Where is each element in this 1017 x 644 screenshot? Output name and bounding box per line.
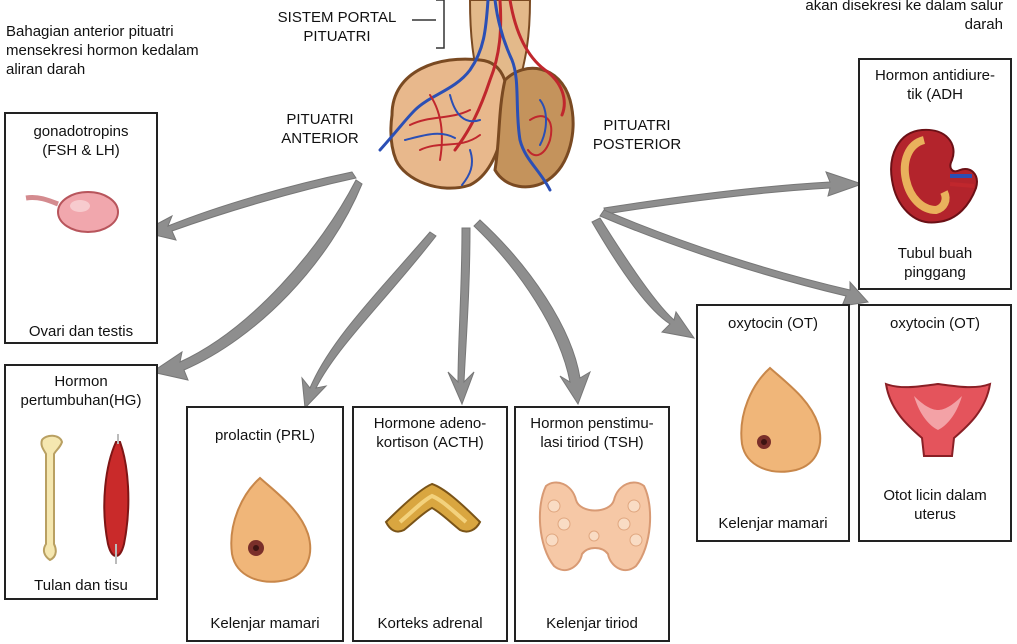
portal-label: SISTEM PORTAL PITUATRI — [262, 8, 412, 46]
top-right-note: akan disekresi ke dalam salur darah — [805, 0, 1003, 34]
hormone-label: Hormon pertumbuhan(HG) — [6, 372, 156, 410]
adrenal-cortex-illustration — [356, 466, 508, 596]
target-label: Tulan dan tisu — [6, 576, 156, 595]
target-label: Kelenjar tiriod — [516, 614, 668, 633]
hormone-label: gonadotropins (FSH & LH) — [6, 122, 156, 160]
hormone-label: Hormon antidiure- tik (ADH — [860, 66, 1010, 104]
hormone-label: oxytocin (OT) — [860, 314, 1010, 333]
arrow-to-acth — [448, 228, 474, 404]
arrow-to-prolactin — [302, 232, 436, 408]
arrow-to-growth — [152, 180, 362, 380]
anterior-label: PITUATRI ANTERIOR — [270, 110, 370, 148]
kidney-illustration — [862, 120, 1012, 230]
breast-illustration — [190, 464, 344, 594]
target-label: Korteks adrenal — [354, 614, 506, 633]
bone-and-muscle-illustration — [8, 424, 158, 574]
arrow-to-tsh — [474, 220, 590, 404]
box-prolactin: prolactin (PRL) Kelenjar mamari — [186, 406, 344, 642]
hormone-label: Hormone adeno- kortison (ACTH) — [354, 414, 506, 452]
uterus-illustration — [862, 370, 1012, 470]
target-label: Kelenjar mamari — [698, 514, 848, 533]
box-tsh: Hormon penstimu- lasi tiriod (TSH) Kelen… — [514, 406, 670, 642]
breast-illustration — [700, 358, 850, 488]
hormone-label: Hormon penstimu- lasi tiriod (TSH) — [516, 414, 668, 452]
box-acth: Hormone adeno- kortison (ACTH) Korteks a… — [352, 406, 508, 642]
top-left-note: Bahagian anterior pituatri mensekresi ho… — [6, 22, 199, 79]
target-label: Kelenjar mamari — [188, 614, 342, 633]
box-growth-hormone: Hormon pertumbuhan(HG) Tulan dan tisu — [4, 364, 158, 600]
arrow-to-adh — [604, 172, 862, 214]
ovary-illustration — [8, 176, 158, 266]
box-oxytocin-uterus: oxytocin (OT) Otot licin dalam uterus — [858, 304, 1012, 542]
arrow-to-gonadotropins — [142, 172, 356, 240]
box-adh: Hormon antidiure- tik (ADH Tubul buah pi… — [858, 58, 1012, 290]
thyroid-illustration — [518, 466, 670, 596]
hormone-label: oxytocin (OT) — [698, 314, 848, 333]
posterior-label: PITUATRI POSTERIOR — [582, 116, 692, 154]
hormone-label: prolactin (PRL) — [188, 426, 342, 445]
target-label: Otot licin dalam uterus — [860, 486, 1010, 524]
box-gonadotropins: gonadotropins (FSH & LH) Ovari dan testi… — [4, 112, 158, 344]
box-oxytocin-mammary: oxytocin (OT) Kelenjar mamari — [696, 304, 850, 542]
target-label: Ovari dan testis — [6, 322, 156, 341]
arrow-to-oxytocin-1 — [592, 218, 694, 338]
target-label: Tubul buah pinggang — [860, 244, 1010, 282]
